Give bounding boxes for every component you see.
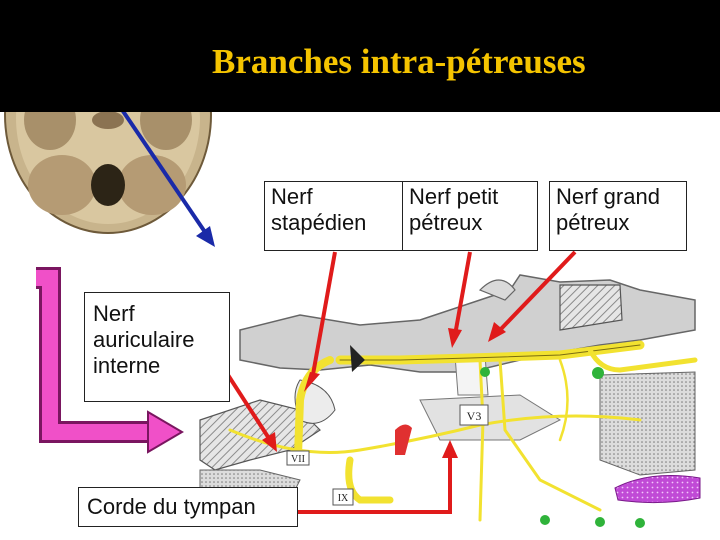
arrow-auriculaire [226,373,272,442]
petrous-bone-section [199,274,696,506]
arrow-grand-petreux [498,250,577,332]
title-bar: Branches intra-pétreuses [0,0,720,112]
label-nerf-grand-petreux: Nerf grand pétreux [549,181,687,251]
label-nerf-auriculaire-interne: Nerf auriculaire interne [84,292,230,402]
ix-box [332,488,354,506]
ganglion-3 [540,515,550,525]
ix-label: IX [338,493,349,504]
v3-box [459,404,489,426]
ganglion-4 [595,517,605,527]
bracket-arrow [36,267,184,454]
label-line: interne [93,353,161,378]
arrow-stapedien [310,251,337,381]
label-line: Nerf [93,301,135,326]
v3-label: V3 [467,409,482,423]
vii-box [286,450,310,466]
label-nerf-stapedien: Nerf stapédien [264,181,402,251]
slide-title: Branches intra-pétreuses [212,42,586,81]
vii-label: VII [291,454,305,465]
label-corde-du-tympan: Corde du tympan [78,487,298,527]
label-line: Nerf [271,184,313,209]
label-line: Nerf petit [409,184,499,209]
red-vessel [395,424,412,455]
ganglion-5 [635,518,645,528]
label-line: pétreux [556,210,630,235]
label-line: stapédien [271,210,367,235]
ganglion-2 [592,367,604,379]
label-line: Corde du tympan [87,494,256,519]
ganglion-1 [480,367,490,377]
purple-gland [614,475,701,504]
arrow-corde [298,450,452,514]
geniculate-marker [350,345,365,372]
label-line: Nerf grand [556,184,660,209]
label-nerf-petit-petreux: Nerf petit pétreux [402,181,538,251]
label-line: auriculaire [93,327,195,352]
label-line: pétreux [409,210,483,235]
pointer-arrows [226,250,577,514]
arrow-petit-petreux [453,251,472,336]
